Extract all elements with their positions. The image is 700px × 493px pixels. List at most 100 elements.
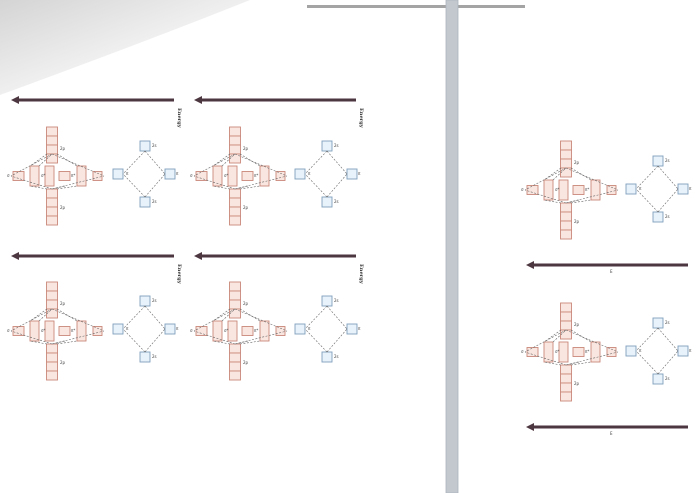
orbital-box	[227, 320, 238, 342]
label-2s: 2s	[665, 376, 670, 381]
orbital-box	[44, 320, 55, 342]
ao-box	[625, 345, 637, 357]
label-2p: 2p	[60, 301, 66, 306]
top-bar	[307, 5, 525, 8]
label-sigma: σ	[521, 187, 524, 192]
orbital-box	[46, 144, 58, 155]
correlation-line	[543, 361, 562, 366]
orbital-box	[606, 185, 617, 195]
correlation-line	[326, 328, 348, 353]
correlation-line	[565, 329, 619, 353]
orbital-box	[543, 179, 554, 201]
energy-arrow-head	[194, 96, 202, 104]
label-2p: 2p	[574, 322, 580, 327]
orbital-box	[560, 229, 572, 240]
label-2s: 2s	[665, 158, 670, 163]
correlation-line	[234, 185, 249, 190]
correlation-line	[193, 330, 236, 345]
correlation-line	[122, 150, 146, 175]
label-2p: 2p	[60, 205, 66, 210]
energy-arrow-head	[11, 252, 19, 260]
corner-sheen	[0, 0, 250, 95]
correlation-line	[570, 167, 592, 181]
correlation-line	[10, 308, 53, 332]
orbital-box	[241, 326, 254, 336]
label-2s: 2s	[334, 298, 339, 303]
orbital-box	[229, 352, 241, 363]
correlation-line	[144, 328, 166, 353]
orbital-box	[46, 281, 58, 292]
label-pi: π	[176, 326, 179, 331]
label-2p: 2p	[243, 146, 249, 151]
correlation-line	[239, 308, 261, 322]
label-sigma: σ	[521, 349, 524, 354]
correlation-line	[51, 185, 66, 190]
label-sigma: σ	[190, 328, 193, 333]
orbital-box	[241, 171, 254, 181]
orbital-box	[229, 126, 241, 137]
label-pi: π	[308, 326, 311, 331]
label-pi: π	[358, 326, 361, 331]
label-pi-star: π*	[585, 349, 589, 354]
correlation-line	[38, 153, 53, 167]
ao-box	[139, 140, 151, 152]
label-sigma-star: σ*	[555, 187, 560, 192]
label-2s: 2s	[334, 143, 339, 148]
orbital-box	[560, 311, 572, 322]
orbital-box	[46, 290, 58, 301]
energy-arrow-head	[11, 96, 19, 104]
correlation-line	[657, 327, 679, 352]
label-pi: π	[639, 348, 642, 353]
correlation-line	[565, 361, 580, 366]
label-sigma-star: σ*	[41, 173, 46, 178]
orbital-box	[572, 347, 585, 357]
correlation-line	[144, 173, 166, 198]
energy-label: Energy	[176, 264, 182, 285]
orbital-box	[229, 215, 241, 226]
label-pi: π	[308, 171, 311, 176]
orbital-box	[76, 165, 87, 187]
orbital-box	[275, 171, 286, 181]
orbital-box	[560, 140, 572, 151]
orbital-box	[212, 320, 223, 342]
label-2s: 2s	[152, 298, 157, 303]
label-2s: 2s	[665, 320, 670, 325]
label-pi: π	[126, 171, 129, 176]
correlation-line	[635, 188, 659, 213]
correlation-line	[304, 150, 328, 175]
correlation-line	[10, 153, 53, 177]
orbital-box	[558, 179, 569, 201]
correlation-line	[234, 340, 249, 345]
correlation-line	[122, 173, 146, 198]
label-2p: 2p	[574, 160, 580, 165]
label-sigma: σ	[190, 173, 193, 178]
right-arrow-label: E	[610, 431, 613, 436]
correlation-line	[51, 308, 105, 332]
orbital-box	[46, 135, 58, 146]
energy-label: Energy	[176, 108, 182, 129]
orbital-box	[229, 299, 241, 310]
orbital-box	[46, 352, 58, 363]
orbital-box	[229, 188, 241, 199]
correlation-line	[234, 308, 288, 332]
orbital-box	[560, 364, 572, 375]
orbital-box	[560, 373, 572, 384]
orbital-box	[590, 179, 601, 201]
label-sigma: σ	[7, 173, 10, 178]
correlation-line	[122, 328, 146, 353]
correlation-line	[524, 329, 567, 353]
correlation-line	[193, 153, 236, 177]
orbital-box	[229, 135, 241, 146]
correlation-line	[234, 153, 288, 177]
correlation-line	[524, 167, 567, 191]
label-2s: 2s	[665, 214, 670, 219]
ao-box	[112, 323, 124, 335]
orbital-box	[46, 126, 58, 137]
ao-box	[294, 168, 306, 180]
correlation-line	[144, 305, 166, 330]
ao-box	[112, 168, 124, 180]
